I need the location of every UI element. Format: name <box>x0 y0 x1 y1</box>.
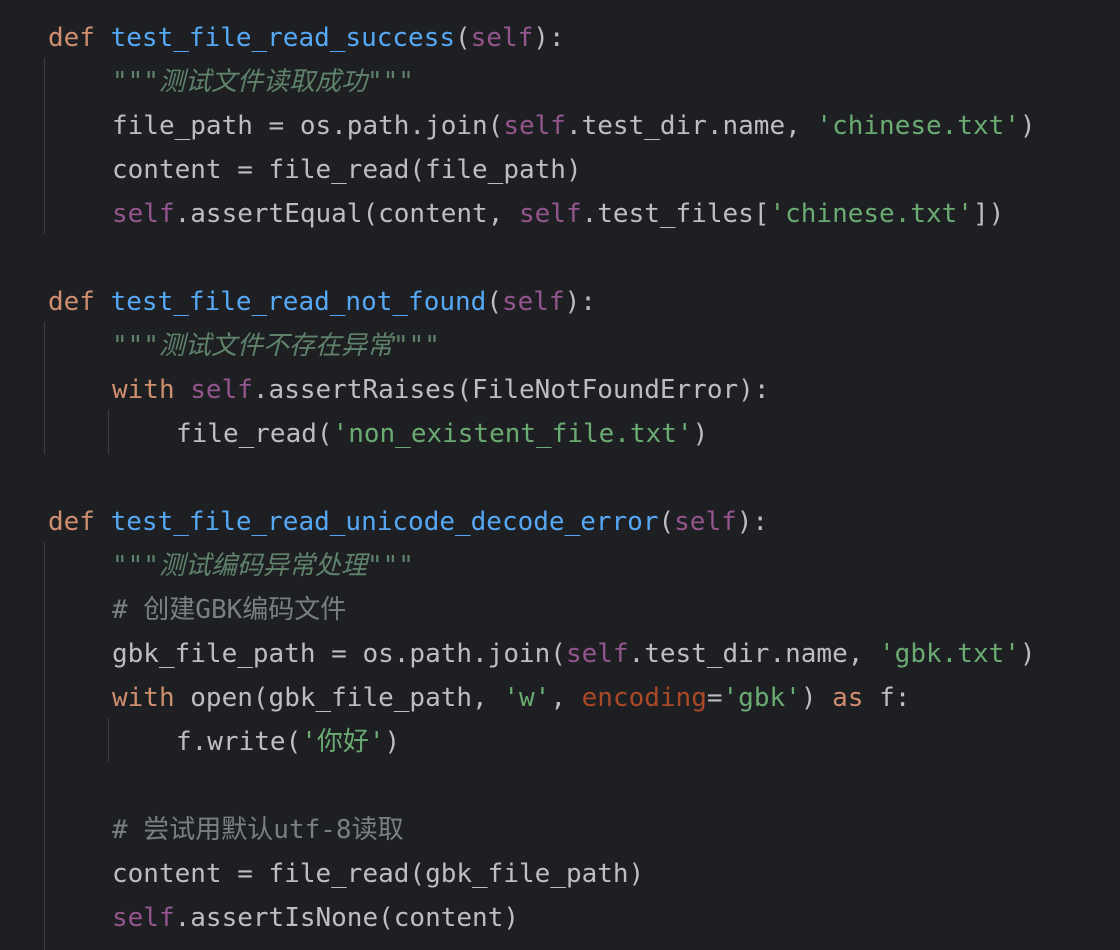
code-token-self: self <box>501 287 565 317</box>
code-token-text: gbk_file_path = os.path.join( <box>112 639 566 669</box>
code-token-text: .assertEqual(content, <box>174 199 519 229</box>
code-token-fn: test_file_read_not_found <box>110 287 487 317</box>
code-token-text: content = file_read(gbk_file_path) <box>112 859 645 889</box>
code-line[interactable]: file_path = os.path.join(self.test_dir.n… <box>112 104 1036 148</box>
code-token-text: ( <box>486 287 502 317</box>
code-token-kw: def <box>48 23 95 53</box>
code-token-text: ) <box>692 419 709 449</box>
code-line[interactable]: file_read('non_existent_file.txt') <box>176 412 708 456</box>
code-token-kw: def <box>48 507 95 537</box>
code-token-text: .assertIsNone(content) <box>174 903 519 933</box>
code-token-text <box>95 287 111 317</box>
code-token-kw: with <box>112 683 175 713</box>
code-token-self: self <box>470 23 534 53</box>
code-token-self: self <box>503 111 566 141</box>
code-token-doc: """测试文件不存在异常""" <box>112 331 440 361</box>
code-token-str: 'chinese.txt' <box>816 111 1020 141</box>
code-token-doc: """测试编码异常处理""" <box>112 551 414 581</box>
code-token-self: self <box>112 903 175 933</box>
code-token-fn: test_file_read_success <box>110 23 455 53</box>
code-token-text: = <box>706 683 723 713</box>
indent-guide <box>108 410 109 454</box>
code-line[interactable]: def test_file_read_unicode_decode_error(… <box>48 500 768 544</box>
code-line[interactable]: self.assertIsNone(content) <box>112 896 519 940</box>
code-token-text: .test_files[ <box>581 199 770 229</box>
code-token-text: f: <box>863 683 911 713</box>
code-token-text: , <box>550 683 582 713</box>
code-token-text: ) <box>1019 111 1036 141</box>
code-token-text: content = file_read(file_path) <box>112 155 582 185</box>
code-token-text: ): <box>736 507 769 537</box>
code-token-doc: """测试文件读取成功""" <box>112 67 414 97</box>
code-line[interactable]: f.write('你好') <box>176 720 400 764</box>
indent-guide <box>44 322 45 454</box>
code-token-text: ) <box>1019 639 1036 669</box>
code-token-text: ): <box>564 287 596 317</box>
code-token-text: f.write( <box>176 727 302 757</box>
code-token-text: file_read( <box>176 419 333 449</box>
code-token-text: ( <box>455 23 471 53</box>
code-token-text: .test_dir.name, <box>628 639 880 669</box>
code-token-fn: test_file_read_unicode_decode_error <box>110 507 659 537</box>
code-token-text: file_path = os.path.join( <box>112 111 504 141</box>
code-token-text: ) <box>800 683 833 713</box>
code-line[interactable]: """测试编码异常处理""" <box>112 544 414 588</box>
code-token-text: open(gbk_file_path, <box>174 683 504 713</box>
code-line[interactable]: def test_file_read_success(self): <box>48 16 565 60</box>
code-line[interactable]: """测试文件不存在异常""" <box>112 324 440 368</box>
code-token-kw: with <box>112 375 175 405</box>
code-line[interactable]: def test_file_read_not_found(self): <box>48 280 596 324</box>
code-token-kw: as <box>832 683 864 713</box>
code-token-cmt: # 尝试用默认utf-8读取 <box>112 815 404 845</box>
code-token-cmt: # 创建GBK编码文件 <box>112 595 347 625</box>
code-line[interactable]: # 尝试用默认utf-8读取 <box>112 808 404 852</box>
code-token-self: self <box>674 507 737 537</box>
code-line[interactable]: """测试文件读取成功""" <box>112 60 414 104</box>
code-line[interactable]: self.assertEqual(content, self.test_file… <box>112 192 1004 236</box>
code-token-str: 'gbk.txt' <box>879 639 1020 669</box>
code-token-self: self <box>519 199 582 229</box>
code-token-self: self <box>565 639 629 669</box>
code-token-str: 'w' <box>503 683 551 713</box>
code-token-text <box>95 23 111 53</box>
code-token-str: 'gbk' <box>722 683 801 713</box>
code-token-text: .assertRaises(FileNotFoundError): <box>252 375 770 405</box>
code-token-text: .test_dir.name, <box>565 111 817 141</box>
code-token-text: ( <box>658 507 675 537</box>
indent-guide <box>108 718 109 762</box>
code-line[interactable]: content = file_read(gbk_file_path) <box>112 852 644 896</box>
code-line[interactable]: with self.assertRaises(FileNotFoundError… <box>112 368 769 412</box>
code-token-text <box>95 507 111 537</box>
code-token-kw: def <box>48 287 95 317</box>
code-token-text: ]) <box>972 199 1005 229</box>
indent-guide <box>44 542 45 950</box>
code-token-text <box>175 375 191 405</box>
code-token-param: encoding <box>581 683 707 713</box>
indent-guide <box>44 58 45 234</box>
code-line[interactable]: content = file_read(file_path) <box>112 148 582 192</box>
code-token-self: self <box>190 375 253 405</box>
code-line[interactable]: # 创建GBK编码文件 <box>112 588 346 632</box>
code-token-str: '你好' <box>301 727 385 757</box>
code-token-text: ) <box>384 727 401 757</box>
code-token-text: ): <box>533 23 565 53</box>
code-token-str: 'chinese.txt' <box>769 199 973 229</box>
code-token-str: 'non_existent_file.txt' <box>332 419 693 449</box>
code-token-self: self <box>112 199 175 229</box>
code-line[interactable]: gbk_file_path = os.path.join(self.test_d… <box>112 632 1036 676</box>
code-line[interactable]: with open(gbk_file_path, 'w', encoding='… <box>112 676 910 720</box>
